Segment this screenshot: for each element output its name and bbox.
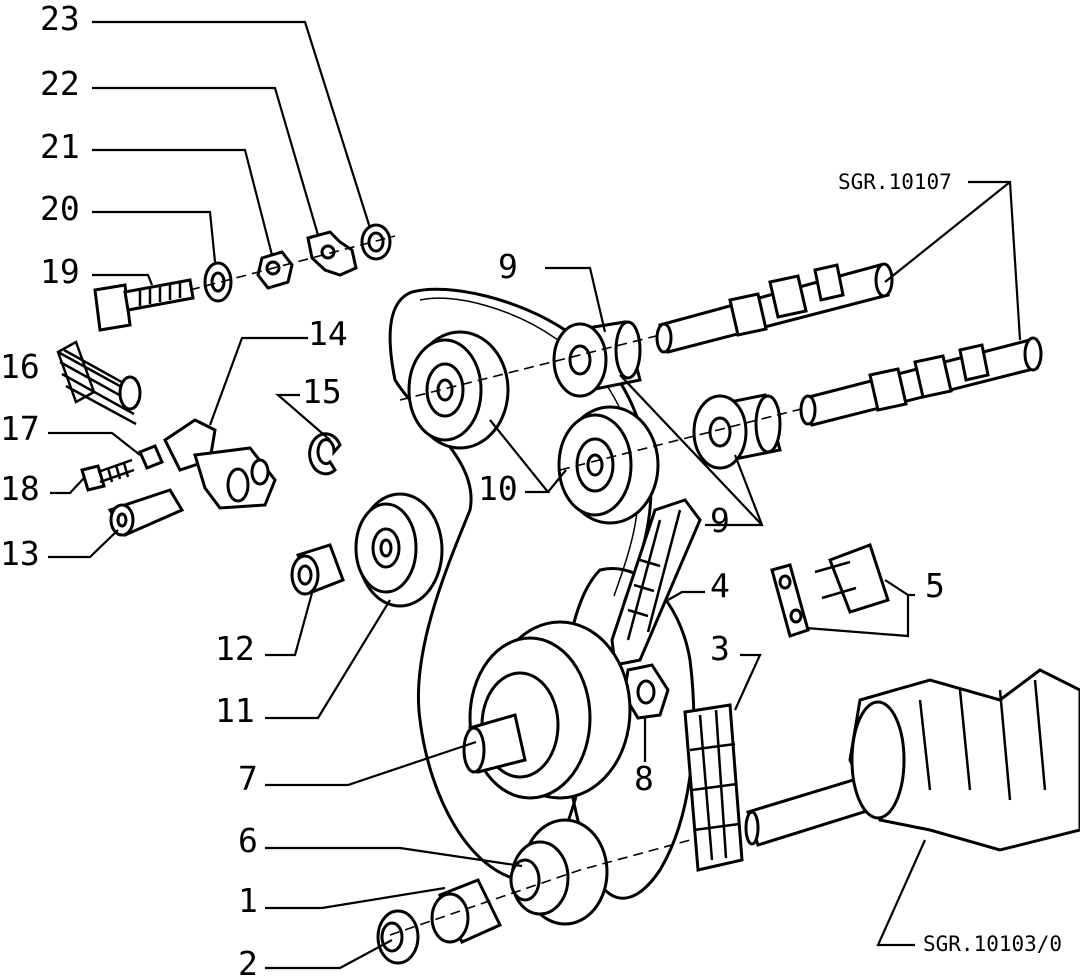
chain-link-3 bbox=[683, 703, 744, 872]
callout-2: 2 bbox=[238, 944, 258, 977]
callout-3: 3 bbox=[710, 629, 730, 668]
nut-21 bbox=[256, 250, 294, 290]
bolt-19 bbox=[93, 278, 195, 332]
callout-16: 16 bbox=[0, 347, 40, 386]
cam-sprocket-10-lower bbox=[557, 405, 660, 525]
callout-17: 17 bbox=[0, 409, 40, 448]
callout-9-upper: 9 bbox=[498, 247, 518, 286]
reference-crankshaft: SGR.10103/0 bbox=[923, 932, 1062, 956]
callout-11: 11 bbox=[215, 691, 255, 730]
callout-10: 10 bbox=[478, 469, 518, 508]
spring-16 bbox=[56, 340, 142, 426]
callout-15: 15 bbox=[302, 372, 342, 411]
washer-2 bbox=[376, 909, 420, 965]
callout-19: 19 bbox=[40, 252, 80, 291]
bush-1 bbox=[430, 878, 503, 944]
plate-17 bbox=[138, 444, 164, 470]
callout-4: 4 bbox=[710, 566, 730, 605]
callout-22: 22 bbox=[40, 64, 80, 103]
callout-1: 1 bbox=[238, 881, 258, 920]
callout-18: 18 bbox=[0, 469, 40, 508]
cam-hub-9-lower bbox=[692, 393, 782, 470]
callout-12: 12 bbox=[215, 629, 255, 668]
callout-7: 7 bbox=[238, 759, 258, 798]
reference-camshaft: SGR.10107 bbox=[838, 170, 952, 194]
callout-21: 21 bbox=[40, 127, 80, 166]
callout-23: 23 bbox=[40, 0, 80, 38]
camshaft-lower bbox=[799, 336, 1043, 427]
screw-18 bbox=[80, 458, 135, 492]
callout-9-lower: 9 bbox=[710, 501, 730, 540]
tab-washer-22 bbox=[306, 230, 358, 277]
camshaft-upper bbox=[655, 262, 894, 354]
callout-5: 5 bbox=[925, 566, 945, 605]
callout-6: 6 bbox=[238, 821, 258, 860]
callout-8: 8 bbox=[634, 759, 654, 798]
double-sprocket-7 bbox=[462, 620, 632, 800]
cam-hub-9-upper bbox=[552, 320, 642, 398]
crank-sprocket-6 bbox=[509, 818, 609, 926]
callout-13: 13 bbox=[0, 534, 40, 573]
chain-link-4 bbox=[610, 498, 702, 667]
crankshaft bbox=[744, 668, 1080, 852]
cam-sprocket-10-upper bbox=[407, 330, 510, 450]
idler-sprocket-11 bbox=[354, 492, 444, 608]
leader-lines bbox=[48, 20, 1022, 970]
callout-14: 14 bbox=[308, 314, 348, 353]
washer-23 bbox=[360, 223, 392, 261]
connecting-link-5 bbox=[770, 543, 890, 638]
bush-13 bbox=[107, 488, 185, 537]
callout-20: 20 bbox=[40, 189, 80, 228]
circlip-15 bbox=[308, 432, 342, 476]
tensioner-body-14 bbox=[163, 418, 277, 510]
roller-12 bbox=[290, 543, 345, 596]
nut-8 bbox=[622, 663, 670, 720]
nut-20 bbox=[203, 261, 233, 303]
